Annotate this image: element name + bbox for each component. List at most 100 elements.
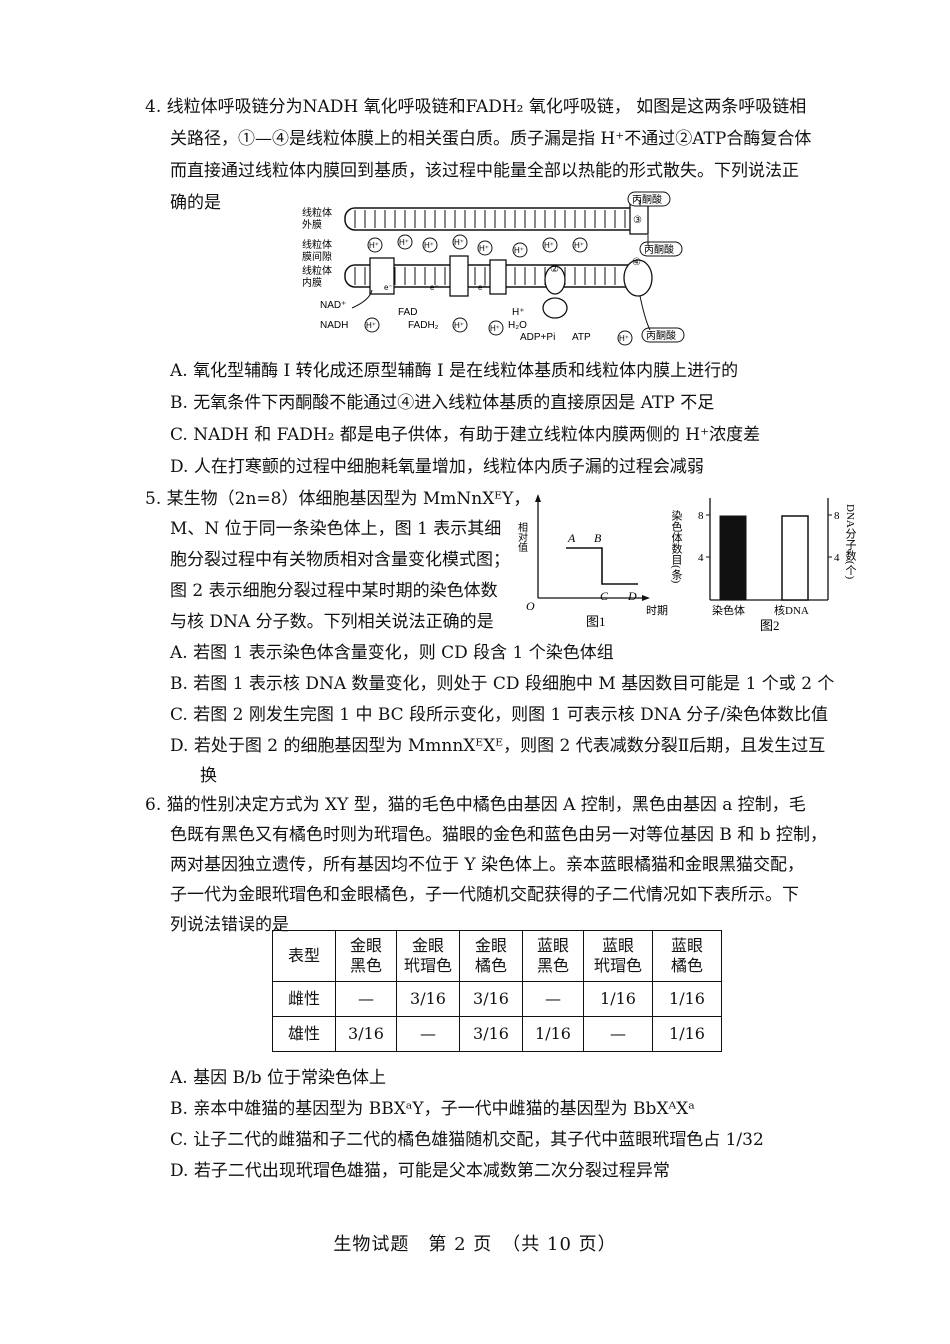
fig2-tick-8-right: 8 [834, 510, 840, 522]
carrier-4 [623, 259, 653, 297]
phenotype-table: 表型 金眼 黑色 金眼 玳瑁色 金眼 橘色 蓝眼 黑色 蓝眼 玳瑁色 蓝眼 橘色… [272, 930, 722, 1052]
fig2-bar-chromosome [719, 515, 747, 601]
q5-option-d-cont: 换 [200, 766, 217, 786]
fig2-cat-1: 染色体 [712, 603, 745, 617]
q4-option-d: D. 人在打寒颤的过程中细胞耗氧量增加，线粒体内质子漏的过程会减弱 [170, 457, 704, 477]
fig1-series-line [566, 547, 638, 585]
q4-option-c: C. NADH 和 FADH₂ 都是电子供体，有助于建立线粒体内膜两侧的 H⁺浓… [170, 425, 761, 445]
label-inner-1: 线粒体 [302, 264, 332, 277]
fig1-caption: 图1 [586, 614, 606, 629]
proton-5: H⁺ [479, 244, 489, 253]
fig1-xlabel: 时期 [646, 604, 668, 617]
complex-2 [449, 255, 469, 297]
nadh-label: NADH [320, 320, 348, 331]
table-cell: 1/16 [652, 1016, 722, 1052]
q6-option-c: C. 让子二代的雌猫和子二代的橘色雄猫随机交配，其子代中蓝眼玳瑁色占 1/32 [170, 1130, 764, 1150]
label-2: ② [550, 264, 559, 275]
table-header-row: 表型 金眼 黑色 金眼 玳瑁色 金眼 橘色 蓝眼 黑色 蓝眼 玳瑁色 蓝眼 橘色 [272, 930, 722, 982]
table-cell: 雄性 [272, 1016, 336, 1052]
label-space-2: 膜间隙 [302, 250, 332, 263]
fadh2-label: FADH₂ [408, 320, 439, 331]
header-cell: 金眼 黑色 [335, 930, 397, 982]
mitochondria-figure: 线粒体 外膜 线粒体 膜间隙 线粒体 内膜 ② ③ ④ 丙酮酸 丙酮酸 丙酮酸 … [302, 191, 685, 346]
fig2-tick-8: 8 [698, 510, 704, 522]
table-cell: 3/16 [459, 981, 523, 1017]
proton-8: H⁺ [574, 241, 584, 250]
proton-mid-label: H⁺ [512, 307, 525, 318]
label-space-1: 线粒体 [302, 238, 332, 251]
q5-line-2: M、N 位于同一条染色体上，图 1 表示其细 [170, 519, 502, 539]
fig2-cat-2: 核DNA [774, 603, 809, 617]
q6-line-3: 两对基因独立遗传，所有基因均不位于 Y 染色体上。亲本蓝眼橘猫和金眼黑猫交配， [170, 855, 805, 875]
q5-option-d: D. 若处于图 2 的细胞基因型为 MmnnXᴱXᴱ，则图 2 代表减数分裂Ⅱ后… [170, 736, 826, 756]
fig1-point-a: A [567, 531, 576, 545]
fig2-tick-4: 4 [698, 552, 704, 564]
adp-label: ADP+Pi [520, 332, 555, 343]
fig1-point-b: B [594, 531, 602, 545]
fig1-point-d: D [627, 589, 637, 603]
complex-3 [489, 259, 507, 295]
fig2-ylabel-left: 染色体数目(条) [670, 509, 683, 584]
header-cell: 金眼 橘色 [459, 930, 523, 982]
proton-3: H⁺ [424, 241, 434, 250]
table-cell: 1/16 [583, 981, 653, 1017]
electron-3: e⁻ [478, 283, 487, 292]
q4-line-3: 而直接通过线粒体内膜回到基质，该过程中能量全部以热能的形式散失。下列说法正 [170, 161, 799, 181]
q4-line-4: 确的是 [170, 193, 221, 213]
figure-1-chart: 相对值 时期 O A B C D 图1 [516, 494, 668, 629]
q6-option-d: D. 若子二代出现玳瑁色雄猫，可能是父本减数第二次分裂过程异常 [170, 1161, 670, 1181]
fig1-origin: O [526, 599, 535, 613]
q6-line-4: 子一代为金眼玳瑁色和金眼橘色，子一代随机交配获得的子二代情况如下表所示。下 [170, 885, 799, 905]
h2o-label: H₂O [508, 320, 527, 331]
q5-option-a: A. 若图 1 表示染色体含量变化，则 CD 段含 1 个染色体组 [170, 643, 614, 663]
proton-6: H⁺ [514, 246, 524, 255]
table-row: 雌性 — 3/16 3/16 — 1/16 1/16 [272, 981, 722, 1017]
proton-7: H⁺ [544, 241, 554, 250]
q4-option-b: B. 无氧条件下丙酮酸不能通过④进入线粒体基质的直接原因是 ATP 不足 [170, 393, 715, 413]
q6-line-5: 列说法错误的是 [170, 915, 289, 935]
header-cell: 蓝眼 黑色 [522, 930, 584, 982]
fig2-caption: 图2 [760, 618, 780, 633]
header-cell: 表型 [272, 930, 336, 982]
proton-11: H⁺ [490, 324, 500, 333]
q5-option-c: C. 若图 2 刚发生完图 1 中 BC 段所示变化，则图 1 可表示核 DNA… [170, 705, 829, 725]
table-cell: 3/16 [335, 1016, 397, 1052]
label-outer-1: 线粒体 [302, 206, 332, 219]
pyruvate-bottom: 丙酮酸 [646, 329, 676, 342]
atp-synthase [544, 265, 566, 295]
pyruvate-top: 丙酮酸 [632, 193, 662, 206]
label-inner-2: 内膜 [302, 276, 322, 289]
table-cell: 1/16 [652, 981, 722, 1017]
fig2-tick-4-right: 4 [834, 552, 840, 564]
table-cell: — [335, 981, 397, 1017]
atp-label: ATP [572, 332, 591, 343]
label-3: ③ [633, 215, 642, 226]
q6-option-a: A. 基因 B/b 位于常染色体上 [170, 1068, 386, 1088]
q5-option-b: B. 若图 1 表示核 DNA 数量变化，则处于 CD 段细胞中 M 基因数目可… [170, 674, 835, 694]
proton-9: H⁺ [366, 321, 376, 330]
proton-1: H⁺ [369, 241, 379, 250]
proton-2: H⁺ [399, 238, 409, 247]
header-cell: 金眼 玳瑁色 [396, 930, 460, 982]
complex-1 [369, 257, 395, 295]
q5-line-1: 5. 某生物（2n=8）体细胞基因型为 MmNnXᴱY， [145, 489, 531, 509]
header-cell: 蓝眼 橘色 [652, 930, 722, 982]
table-cell: 3/16 [396, 981, 460, 1017]
pyruvate-mid: 丙酮酸 [644, 243, 674, 256]
page-footer: 生物试题 第 2 页 （共 10 页） [333, 1234, 617, 1255]
q6-line-1: 6. 猫的性别决定方式为 XY 型，猫的毛色中橘色由基因 A 控制，黑色由基因 … [145, 795, 806, 815]
fig2-ylabel-right: DNA分子数(个) [844, 504, 857, 579]
table-cell: 雌性 [272, 981, 336, 1017]
fad-label: FAD [398, 307, 417, 318]
q5-line-4: 图 2 表示细胞分裂过程中某时期的染色体数 [170, 581, 498, 601]
proton-12: H⁺ [619, 334, 629, 343]
label-outer-2: 外膜 [302, 219, 322, 231]
fig1-ylabel: 相对值 [516, 521, 528, 553]
q4-line-2: 关路径，①—④是线粒体膜上的相关蛋白质。质子漏是指 H⁺不通过②ATP合酶复合体 [170, 129, 812, 149]
q4-option-a: A. 氧化型辅酶 I 转化成还原型辅酶 I 是在线粒体基质和线粒体内膜上进行的 [170, 361, 739, 381]
q5-line-3: 胞分裂过程中有关物质相对含量变化模式图； [170, 550, 510, 570]
table-cell: 1/16 [522, 1016, 584, 1052]
electron-2: e⁻ [430, 283, 439, 292]
proton-10: H⁺ [454, 321, 464, 330]
header-cell: 蓝眼 玳瑁色 [583, 930, 653, 982]
